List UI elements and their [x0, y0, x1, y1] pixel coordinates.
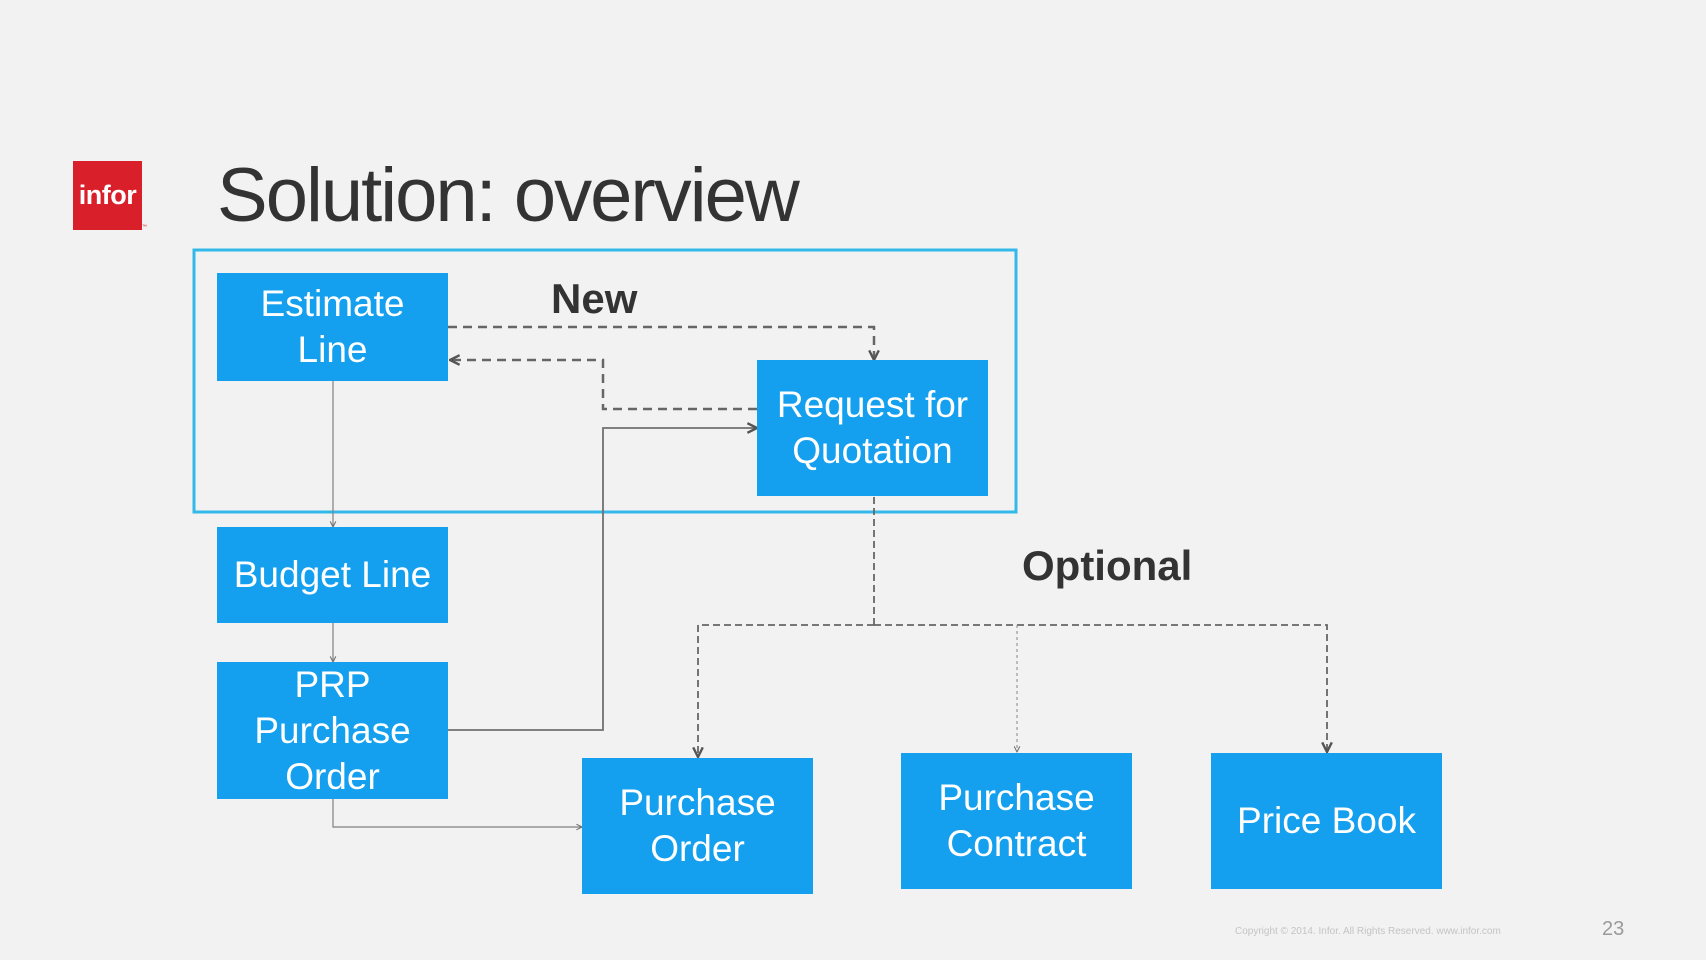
node-purchase-order-label: Purchase Order [619, 782, 776, 869]
node-prp-purchase-order-label: PRP Purchase Order [254, 663, 411, 797]
copyright-text: Copyright © 2014. Infor. All Rights Rese… [1235, 926, 1501, 937]
node-budget-line-label: Budget Line [233, 554, 432, 595]
page-number: 23 [1602, 918, 1625, 940]
node-prp-purchase-order[interactable]: PRP Purchase Order [217, 662, 448, 799]
connector-optional-to-price-book [874, 624, 1327, 752]
node-purchase-contract-label: Purchase Contract [938, 777, 1095, 864]
node-purchase-contract[interactable]: Purchase Contract [901, 753, 1132, 889]
connector-estimate-to-rfq [448, 325, 874, 360]
connector-prp-to-rfq [448, 428, 757, 731]
new-scope-frame [192, 248, 1018, 514]
node-budget-line[interactable]: Budget Line [217, 527, 448, 623]
note-new: New [551, 275, 638, 322]
node-request-for-quotation-label: Request for Quotation [776, 384, 969, 471]
connector-optional-to-purchase-order [698, 624, 874, 757]
connector-rfq-to-estimate [450, 360, 757, 411]
infor-logo: infor [73, 161, 142, 230]
node-purchase-order[interactable]: Purchase Order [582, 758, 813, 894]
logo-trademark: ™ [142, 224, 147, 230]
logo-text: infor [78, 180, 137, 210]
node-estimate-line-label: Estimate Line [260, 283, 405, 370]
note-optional: Optional [1022, 542, 1193, 589]
node-price-book-label: Price Book [1237, 800, 1416, 841]
page-title: Solution: overview [217, 153, 800, 238]
node-price-book[interactable]: Price Book [1211, 753, 1442, 889]
connector-prp-to-purchase-order [332, 799, 582, 827]
node-estimate-line[interactable]: Estimate Line [217, 273, 448, 381]
node-request-for-quotation[interactable]: Request for Quotation [757, 360, 988, 496]
